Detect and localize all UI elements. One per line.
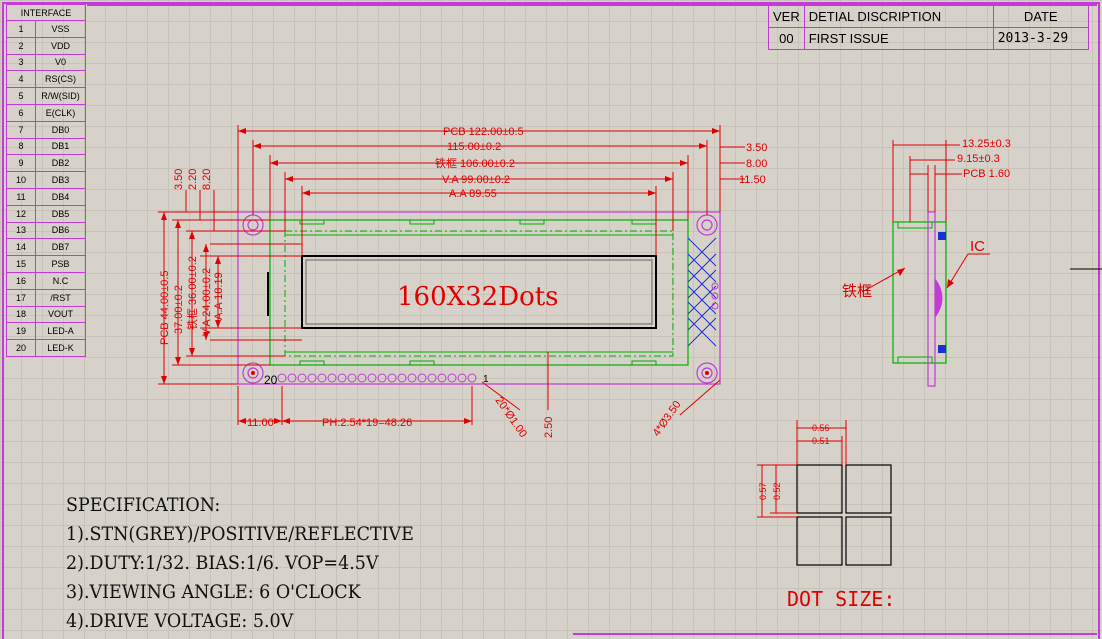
dim-left-1: 3.50 [173,169,185,190]
pin-20-label: 20 [264,373,278,387]
dim-bottom-offset: 2.50 [543,417,555,438]
dim-mount-holes: 4*Ø3.50 [651,399,684,439]
dot-width-pitch: 0.56 [812,423,830,433]
bottom-dimension-labels: 11.00 PH:2.54*19=48.26 20*Ø1.00 2.50 4*Ø… [247,373,684,440]
ic-label: IC [970,238,985,255]
revision-table: VER DETIAL DISCRIPTION DATE 00 FIRST ISS… [768,5,1089,50]
table-row: 17/RST [6,288,86,307]
dim-pin-hole: 20*Ø1.00 [493,395,529,440]
metal-frame [269,219,689,366]
rev-date-header: DATE [992,5,1089,28]
dim-right-2: 8.00 [746,158,767,170]
zebra-connector [687,237,717,347]
pcb-outline [237,211,721,385]
pin-holes [277,373,477,383]
frame-label: 铁框 [842,283,872,300]
dim-va-height: V.A 24.00±0.2 [201,268,213,336]
rev-ver-header: VER [768,5,805,28]
dim-left-2: 2.20 [187,169,199,190]
dim-outer-width: 115.00±0.2 [447,141,501,153]
dim-frame-width: 铁框 106.00±0.2 [435,157,515,170]
dim-right-1: 3.50 [746,142,767,154]
spec-title: SPECIFICATION: [66,494,221,516]
side-dim-pcb: PCB 1.60 [963,168,1010,180]
dimension-lines [158,125,745,425]
dim-pcb-width: PCB 122.00±0.5 [443,126,524,138]
pin-1-label: 1 [483,374,489,385]
spec-item-4: 4).DRIVE VOLTAGE: 5.0V [66,610,294,632]
dim-va-width: V.A 99.00±0.2 [442,174,510,186]
dim-aa-width: A.A 89.55 [449,188,497,200]
va-outline [284,230,674,357]
spec-item-3: 3).VIEWING ANGLE: 6 O'CLOCK [66,581,361,603]
rev-date: 2013-3-29 [992,27,1089,50]
spec-item-2: 2).DUTY:1/32. BIAS:1/6. VOP=4.5V [66,552,379,574]
dim-right-3: 11.50 [739,174,766,186]
spec-item-1: 1).STN(GREY)/POSITIVE/REFLECTIVE [66,523,414,545]
arrowheads [161,128,720,424]
dim-outer-height: 37.00±0.2 [173,285,185,334]
dot-size-detail: 0.56 0.51 0.57 0.52 DOT SIZE: [757,420,895,611]
dim-bottom-left: 11.00 [247,417,274,429]
dim-pcb-height: PCB 44.00±0.5 [159,270,171,345]
rev-desc-header: DETIAL DISCRIPTION [803,5,994,28]
dot-height-pitch: 0.57 [758,482,768,500]
dim-aa-height: A.A 18.19 [213,272,225,320]
front-view [237,211,721,385]
top-dimension-labels: PCB 122.00±0.5 115.00±0.2 铁框 106.00±0.2 … [435,126,767,200]
dot-width: 0.51 [812,436,830,446]
dim-pin-pitch: PH:2.54*19=48.26 [322,417,412,429]
side-dim-total: 13.25±0.3 [962,138,1011,150]
side-dim-module: 9.15±0.3 [957,153,1000,165]
left-dimension-labels: 3.50 2.20 8.20 PCB 44.00±0.5 37.00±0.2 铁… [159,169,225,345]
aa-outline [301,255,657,329]
dim-frame-height: 铁框 36.00±0.2 [186,256,199,330]
side-view: 13.25±0.3 9.15±0.3 PCB 1.60 IC 铁框 [842,138,1011,387]
rev-ver: 00 [768,27,805,50]
dot-size-title: DOT SIZE: [787,587,895,611]
rev-desc: FIRST ISSUE [803,27,994,50]
dim-left-3: 8.20 [201,169,213,190]
interface-header: INTERFACE [6,4,86,21]
dot-height: 0.52 [772,482,782,500]
display-resolution-label: 160X32Dots [397,282,559,312]
